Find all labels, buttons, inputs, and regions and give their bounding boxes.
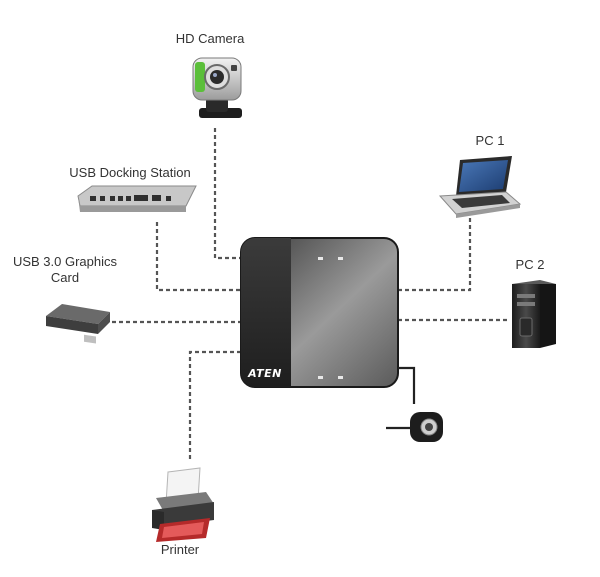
label-hd-camera: HD Camera (175, 31, 245, 46)
hd-camera-icon (192, 57, 242, 118)
pc2-tower-icon (512, 280, 556, 348)
printer-icon (152, 467, 214, 542)
aten-hub (240, 237, 399, 388)
label-printer: Printer (160, 542, 200, 557)
usb-graphics-card-icon (46, 304, 110, 344)
label-pc2: PC 2 (515, 257, 545, 272)
line-printer (188, 350, 241, 460)
connection-lines (112, 128, 510, 460)
line-usb-dock (155, 222, 241, 292)
line-pc1 (398, 218, 472, 292)
line-hd-camera (213, 128, 241, 260)
pc1-laptop-icon (438, 156, 522, 218)
label-usb-docking-station: USB Docking Station (69, 165, 191, 180)
remote-port-selector-icon (386, 366, 443, 442)
label-usb30-graphics-card: USB 3.0 Graphics Card (12, 254, 118, 285)
label-pc1: PC 1 (475, 133, 505, 148)
usb-docking-station-icon (77, 185, 197, 212)
hub-brand-logo: ATEN (248, 367, 282, 380)
